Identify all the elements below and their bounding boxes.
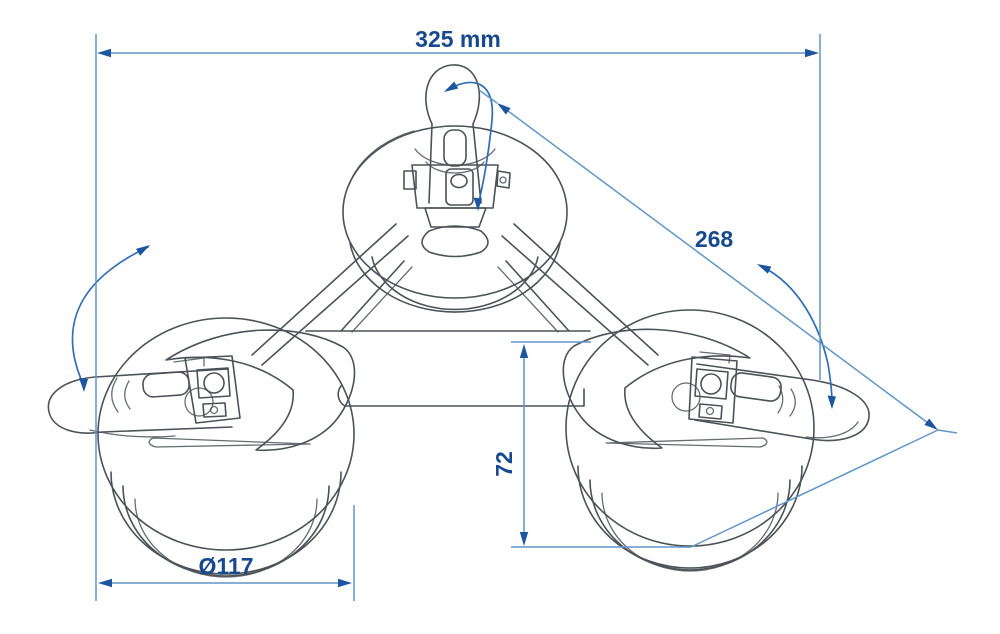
right-lever-slot (730, 372, 782, 402)
left-lever-grip-arc-2 (124, 380, 131, 410)
arrowhead (79, 378, 88, 392)
right-cup-wing-plate (562, 328, 751, 450)
top-clamp-bolt-head (499, 176, 507, 184)
top-clamp-base (424, 207, 487, 228)
top-cup-rim (342, 125, 568, 299)
left-clamp-flange (173, 357, 205, 367)
arrowhead (827, 395, 836, 409)
top-lever-pivot-hole (450, 173, 468, 189)
left-cup-fold-arc-3 (134, 498, 318, 578)
arrowhead (444, 81, 459, 92)
right-clamp-nut-hole (705, 406, 715, 416)
right-strut-inner-edge (501, 235, 649, 366)
right-cup-blade-line (605, 437, 768, 448)
left-clamp-washer (196, 367, 231, 399)
left-lever-grip-arc-1 (111, 377, 119, 413)
left-cup-fold-arc-2 (122, 485, 330, 577)
top-lever-rotation-arrow (444, 81, 494, 211)
arrowhead (757, 264, 772, 274)
right-clamp-disc (671, 382, 701, 412)
right-suction-cup (562, 309, 815, 572)
left-clamp-pivot (203, 372, 225, 394)
center-body (251, 223, 659, 407)
arrowhead (805, 48, 819, 58)
right-cup-fold-arc-2 (589, 479, 791, 571)
top-lever-handle (425, 64, 482, 204)
top-suction-cup (342, 125, 568, 313)
right-clamp-flange (699, 351, 731, 364)
left-lever-handle (47, 368, 233, 434)
cutout-left-edge-inner (351, 266, 413, 333)
diagonal-reference-line (690, 429, 939, 548)
dimension-height-label: 72 (491, 451, 517, 477)
top-clamp-bolt (496, 170, 511, 189)
top-cup-fold-arc-2 (371, 256, 539, 311)
left-cup-wing-plate (165, 329, 356, 452)
right-lever (671, 351, 870, 442)
arrowhead (97, 48, 111, 58)
dimension-diagonal-label: 268 (695, 226, 734, 252)
top-lever-slot (443, 129, 467, 167)
arrowhead (98, 578, 112, 588)
cutout-right-edge (505, 260, 570, 332)
arrowhead (519, 344, 529, 358)
left-lever-handle-inner-line (89, 429, 176, 438)
right-cup-fold-arc-3 (601, 492, 779, 572)
left-cup-blade-line (148, 437, 311, 448)
top-lever (403, 64, 511, 258)
right-cup-rim (565, 309, 815, 547)
right-strut-outer-edge (513, 223, 659, 356)
left-lever-rotation-arrow (71, 245, 150, 392)
right-cup-fold-arc-1 (577, 465, 803, 569)
height-dimension: 72 (491, 341, 691, 548)
arrowhead (338, 578, 352, 588)
left-clamp-nut-hole (209, 405, 219, 415)
left-clamp-disc (184, 387, 214, 417)
left-strut-inner-edge (261, 235, 409, 366)
right-lever-rotation-arrow (757, 264, 836, 409)
arrowhead (497, 103, 511, 115)
diagonal-dimension-line (507, 110, 929, 424)
diagonal-top-tail (478, 89, 498, 104)
right-clamp-pivot (700, 373, 722, 395)
left-cup-fold-arc-1 (110, 471, 342, 575)
left-lever-slot (142, 371, 190, 398)
dimension-width-label: 325 mm (415, 26, 501, 52)
arrowhead (924, 418, 938, 430)
top-lever-body (445, 168, 474, 206)
diameter-dimension: Ø117 (98, 505, 355, 601)
cutout-left-edge (340, 260, 405, 332)
arrowhead (519, 532, 529, 546)
arrowhead (136, 245, 150, 256)
dimensions: 325 mm 268 72 Ø117 (95, 26, 958, 601)
left-lever (47, 355, 241, 438)
right-lever-handle (694, 363, 870, 442)
cutout-right-edge-inner (497, 266, 559, 333)
right-clamp-bracket (688, 356, 738, 424)
right-clamp-nut (698, 403, 723, 420)
left-cup-rim (97, 317, 355, 551)
top-clamp-cutout (421, 225, 489, 258)
top-cup-hub-arc-2 (425, 161, 485, 174)
left-strut-outer-edge (251, 223, 397, 356)
top-clamp-bracket (411, 164, 499, 209)
left-suction-cup (97, 317, 356, 578)
arrowhead (473, 197, 482, 211)
crossbar-bottom-edge (337, 385, 585, 407)
right-lever-handle-inner-line (805, 421, 859, 439)
dimension-diameter-label: Ø117 (199, 553, 254, 579)
rotation-arrows (71, 81, 836, 409)
right-lever-grip-arc-1 (789, 388, 796, 417)
right-lever-grip-arc-2 (777, 385, 784, 414)
diagonal-dimension: 268 (478, 89, 958, 548)
width-dimension: 325 mm (95, 26, 821, 601)
top-clamp-left-tab (403, 170, 417, 190)
top-cup-inner-rim (348, 130, 415, 186)
diagonal-bottom-tail (937, 429, 958, 434)
left-clamp-nut (202, 402, 227, 418)
suction-lifter-drawing (47, 64, 870, 578)
left-clamp-bracket (184, 355, 241, 424)
